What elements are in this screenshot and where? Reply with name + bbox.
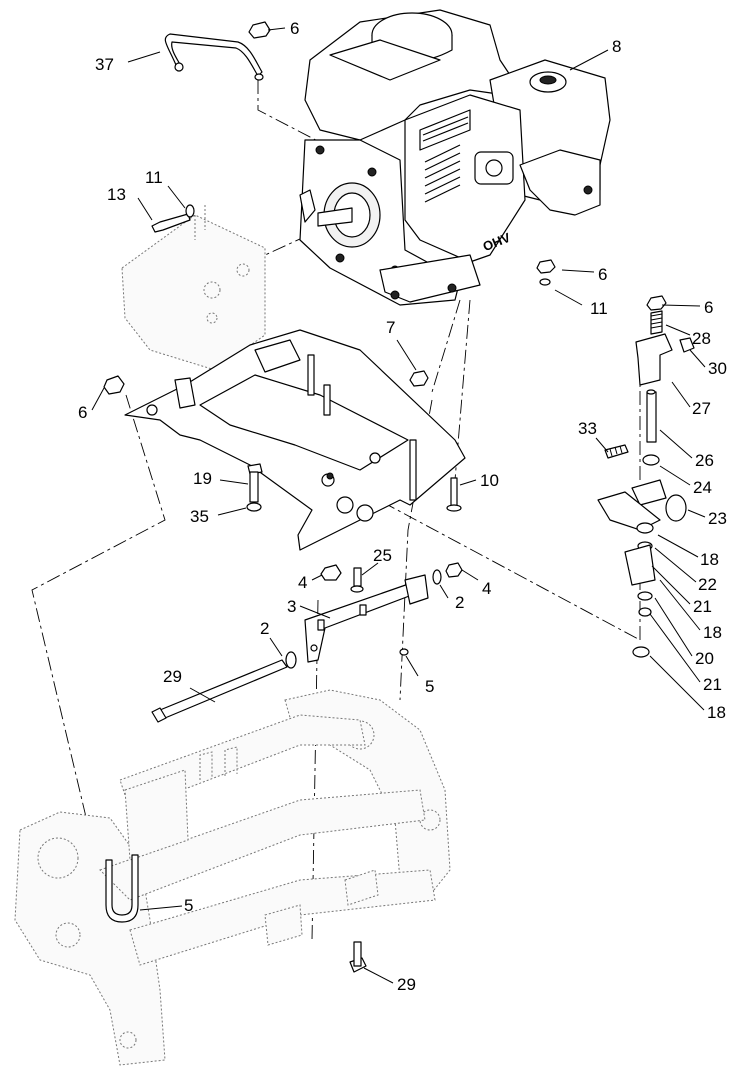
callout-5: 5 bbox=[184, 896, 193, 915]
callout-19: 19 bbox=[193, 469, 212, 488]
callout-labels: 37 6 8 13 11 6 11 6 28 30 27 33 26 24 23… bbox=[78, 19, 727, 994]
callout-18-b: 18 bbox=[703, 623, 722, 642]
callout-4-right: 4 bbox=[482, 579, 491, 598]
mount-plate-phantom bbox=[121, 205, 266, 371]
callout-28: 28 bbox=[692, 329, 711, 348]
callout-37: 35 bbox=[190, 507, 209, 526]
callout-20: 20 bbox=[695, 649, 714, 668]
callout-18-c: 18 bbox=[707, 703, 726, 722]
callout-3: 3 bbox=[287, 597, 296, 616]
callout-6-left: 6 bbox=[78, 403, 87, 422]
callout-18-a: 18 bbox=[700, 550, 719, 569]
callout-29: 29 bbox=[397, 975, 416, 994]
callout-11-right: 11 bbox=[590, 299, 608, 318]
callout-6-right: 6 bbox=[704, 298, 713, 317]
frame-phantom bbox=[14, 689, 451, 1066]
engine-assembly: OHV bbox=[299, 9, 611, 306]
lever-bracket bbox=[304, 574, 429, 663]
pin-rod bbox=[151, 651, 297, 723]
callout-11-left: 11 bbox=[145, 168, 163, 187]
callout-27: 27 bbox=[692, 399, 711, 418]
callout-26: 26 bbox=[695, 451, 714, 470]
callout-7: 5 bbox=[425, 677, 434, 696]
callout-21-b: 21 bbox=[703, 675, 722, 694]
callout-25: 25 bbox=[373, 546, 392, 565]
callout-6-top: 6 bbox=[290, 19, 299, 38]
callout-13: 13 bbox=[107, 185, 126, 204]
callout-2-right: 2 bbox=[455, 593, 464, 612]
callout-24: 24 bbox=[693, 478, 712, 497]
callout-8: 7 bbox=[386, 318, 395, 337]
callout-35: 37 bbox=[95, 55, 114, 74]
callout-2-left: 2 bbox=[260, 619, 269, 638]
callout-22: 22 bbox=[698, 575, 717, 594]
engine-mount-bracket bbox=[124, 329, 466, 551]
callout-34: 33 bbox=[578, 419, 597, 438]
callout-23: 23 bbox=[708, 509, 727, 528]
fasteners bbox=[103, 21, 556, 973]
callout-21-a: 21 bbox=[693, 597, 712, 616]
callout-30: 30 bbox=[708, 359, 727, 378]
leader-lines bbox=[91, 27, 706, 984]
callout-4-left: 4 bbox=[298, 573, 307, 592]
callout-33: 29 bbox=[163, 667, 182, 686]
throttle-linkage bbox=[597, 295, 695, 658]
u-bolt bbox=[105, 854, 139, 923]
callout-10: 10 bbox=[480, 471, 499, 490]
callout-6-engine: 6 bbox=[598, 265, 607, 284]
callout-9: 8 bbox=[612, 37, 621, 56]
